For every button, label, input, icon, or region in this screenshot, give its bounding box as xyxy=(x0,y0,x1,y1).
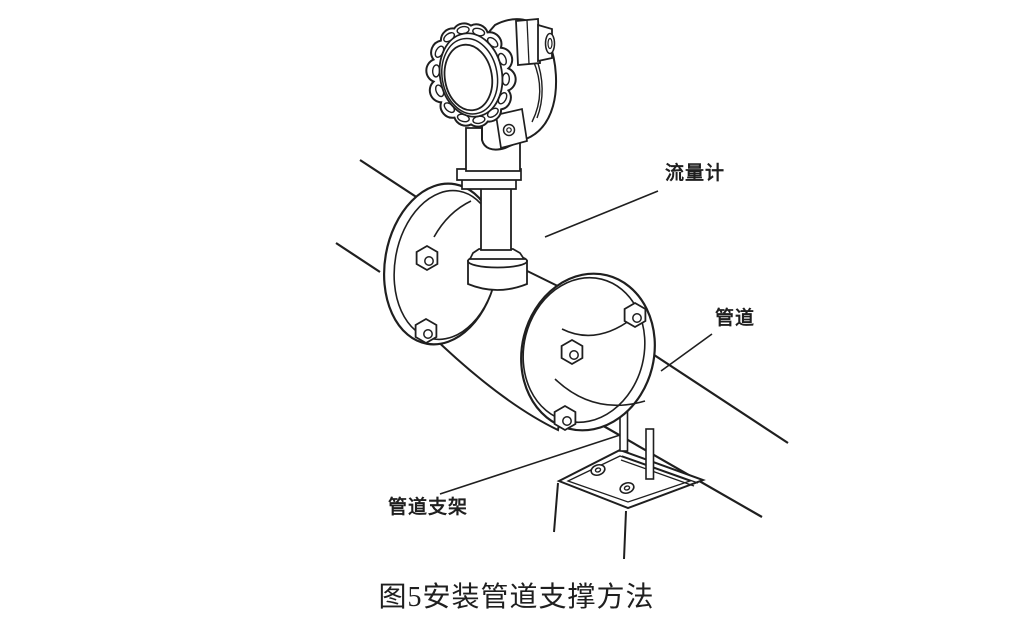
flange-hub-arc xyxy=(554,378,646,407)
pipe-upstream xyxy=(335,159,425,273)
leader-lines xyxy=(439,190,713,495)
pedestal-edge xyxy=(623,510,627,560)
flange-hub-arc xyxy=(433,200,472,238)
flange-bolt-face xyxy=(423,329,433,339)
conduit-block-edge xyxy=(526,19,530,65)
support-plate-inner-outline xyxy=(566,455,692,503)
conduit-port-bore xyxy=(547,37,553,50)
pipe-top-edge xyxy=(359,159,425,203)
flange-bolt-face xyxy=(632,313,642,323)
plate-thickness-line xyxy=(620,459,695,487)
bracket-screw-center xyxy=(506,127,512,133)
flange-bolt-face xyxy=(569,350,579,360)
flange-right xyxy=(520,272,656,432)
leader-line-pipe xyxy=(660,333,713,372)
flange-bolt-face xyxy=(424,256,434,266)
transmitter-head xyxy=(425,18,558,151)
pipe-top-edge xyxy=(641,346,789,444)
neck-tube xyxy=(480,187,512,251)
support-rod xyxy=(645,428,655,480)
bezel-grip-notches xyxy=(431,25,511,125)
leader-line-flowmeter xyxy=(544,190,659,238)
pedestal-edge xyxy=(553,482,559,533)
plate-thickness-line xyxy=(621,455,699,484)
label-flowmeter: 流量计 xyxy=(665,163,726,184)
neck-flare xyxy=(468,248,526,260)
neck-boss xyxy=(467,260,528,291)
anchor-hole-center xyxy=(623,485,631,491)
flange-bolt-face xyxy=(562,416,572,426)
pipe-bottom-edge xyxy=(335,242,381,273)
support-plate xyxy=(556,448,706,510)
housing-cover-arc xyxy=(531,59,541,123)
pipe-support-structure xyxy=(553,408,706,560)
display-window xyxy=(443,43,494,112)
leader-line-pipe-support xyxy=(439,434,621,495)
anchor-hole xyxy=(619,481,635,495)
head-bezel xyxy=(425,22,517,128)
anchor-hole xyxy=(590,463,606,477)
anchor-hole-center xyxy=(594,467,602,473)
bracket-screw xyxy=(502,123,516,137)
figure-caption: 图5安装管道支撑方法 xyxy=(378,582,655,613)
flange-left xyxy=(382,182,500,346)
conduit-port-opening xyxy=(544,32,556,55)
label-pipe-support: 管道支架 xyxy=(388,497,469,518)
label-pipe: 管道 xyxy=(715,308,756,329)
